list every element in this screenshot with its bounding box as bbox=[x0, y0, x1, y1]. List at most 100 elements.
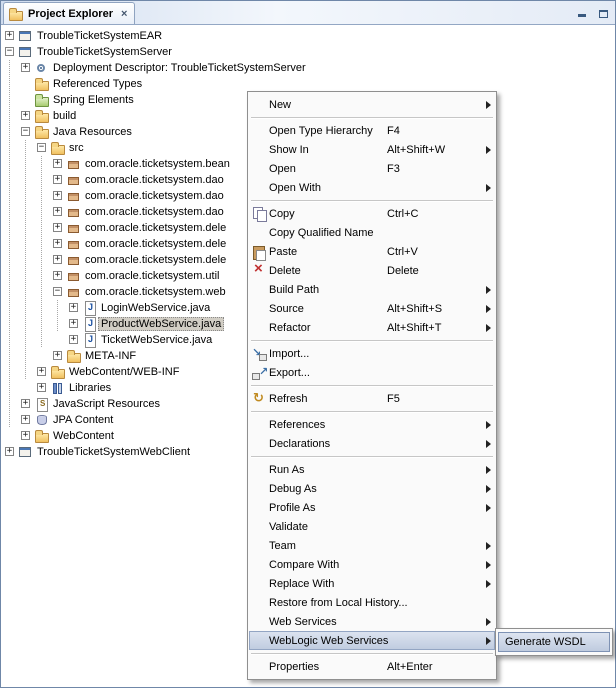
tree-item-src[interactable]: −src bbox=[2, 140, 614, 156]
close-icon[interactable]: × bbox=[120, 7, 128, 20]
menu-item-debug-as[interactable]: Debug As bbox=[249, 479, 495, 498]
tree-item-jpa-content[interactable]: +JPA Content bbox=[2, 412, 614, 428]
expand-icon[interactable]: + bbox=[21, 430, 30, 440]
expand-icon[interactable]: + bbox=[69, 302, 78, 312]
expand-icon[interactable]: + bbox=[37, 382, 46, 392]
tree-item-com-oracle-ticketsystem-util[interactable]: +com.oracle.ticketsystem.util bbox=[2, 268, 614, 284]
tree-item-com-oracle-ticketsystem-dao[interactable]: +com.oracle.ticketsystem.dao bbox=[2, 204, 614, 220]
tree-item-com-oracle-ticketsystem-web[interactable]: −com.oracle.ticketsystem.web bbox=[2, 284, 614, 300]
tree-guide bbox=[18, 156, 34, 172]
menu-item-build-path[interactable]: Build Path bbox=[249, 280, 495, 299]
maximize-button[interactable] bbox=[594, 4, 612, 20]
collapse-icon[interactable]: − bbox=[37, 142, 46, 152]
expand-icon[interactable]: + bbox=[53, 238, 62, 248]
menu-item-import[interactable]: Import... bbox=[249, 344, 495, 363]
expand-icon[interactable]: + bbox=[53, 222, 62, 232]
menu-item-export[interactable]: Export... bbox=[249, 363, 495, 382]
tree-item-com-oracle-ticketsystem-dele[interactable]: +com.oracle.ticketsystem.dele bbox=[2, 236, 614, 252]
tree-item-spring-elements[interactable]: Spring Elements bbox=[2, 92, 614, 108]
view-title: Project Explorer bbox=[28, 7, 113, 20]
package-icon bbox=[66, 204, 82, 220]
minimize-button[interactable] bbox=[573, 4, 591, 20]
menu-item-declarations[interactable]: Declarations bbox=[249, 434, 495, 453]
menu-item-label: Show In bbox=[269, 143, 309, 156]
tree-guide bbox=[34, 172, 50, 188]
tree-item-deployment-descriptor-troubleticketsystemserver[interactable]: +Deployment Descriptor: TroubleTicketSys… bbox=[2, 60, 614, 76]
tree-item-productwebservice-java[interactable]: +ProductWebService.java bbox=[2, 316, 614, 332]
expand-icon[interactable]: + bbox=[53, 174, 62, 184]
menu-item-weblogic-web-services[interactable]: WebLogic Web Services bbox=[249, 631, 495, 650]
tree-item-webcontent-web-inf[interactable]: +WebContent/WEB-INF bbox=[2, 364, 614, 380]
collapse-icon[interactable]: − bbox=[21, 126, 30, 136]
tree-item-com-oracle-ticketsystem-dao[interactable]: +com.oracle.ticketsystem.dao bbox=[2, 188, 614, 204]
tree-item-webcontent[interactable]: +WebContent bbox=[2, 428, 614, 444]
expand-icon[interactable]: + bbox=[21, 414, 30, 424]
package-icon bbox=[66, 188, 82, 204]
maximize-icon bbox=[598, 10, 608, 18]
tree-item-troubleticketsystemwebclient[interactable]: +TroubleTicketSystemWebClient bbox=[2, 444, 614, 460]
menu-item-label: Open bbox=[269, 162, 296, 175]
menu-item-compare-with[interactable]: Compare With bbox=[249, 555, 495, 574]
tree-item-referenced-types[interactable]: Referenced Types bbox=[2, 76, 614, 92]
tree-item-libraries[interactable]: +Libraries bbox=[2, 380, 614, 396]
menu-item-profile-as[interactable]: Profile As bbox=[249, 498, 495, 517]
tree-item-loginwebservice-java[interactable]: +LoginWebService.java bbox=[2, 300, 614, 316]
expand-icon[interactable]: + bbox=[53, 350, 62, 360]
expand-icon[interactable]: + bbox=[21, 398, 30, 408]
menu-item-restore-from-local-history[interactable]: Restore from Local History... bbox=[249, 593, 495, 612]
tree-item-com-oracle-ticketsystem-dao[interactable]: +com.oracle.ticketsystem.dao bbox=[2, 172, 614, 188]
tree-guide bbox=[2, 76, 18, 92]
menu-item-label: Open Type Hierarchy bbox=[269, 124, 373, 137]
menu-item-replace-with[interactable]: Replace With bbox=[249, 574, 495, 593]
menu-item-copy-qualified-name[interactable]: Copy Qualified Name bbox=[249, 223, 495, 242]
tree-guide bbox=[2, 332, 18, 348]
menu-item-run-as[interactable]: Run As bbox=[249, 460, 495, 479]
expand-icon[interactable]: + bbox=[53, 158, 62, 168]
expand-icon[interactable]: + bbox=[5, 446, 14, 456]
tree-item-troubleticketsystemserver[interactable]: −TroubleTicketSystemServer bbox=[2, 44, 614, 60]
expand-icon[interactable]: + bbox=[21, 62, 30, 72]
expand-icon[interactable]: + bbox=[53, 254, 62, 264]
collapse-icon[interactable]: − bbox=[53, 286, 62, 296]
tree-item-com-oracle-ticketsystem-dele[interactable]: +com.oracle.ticketsystem.dele bbox=[2, 220, 614, 236]
tree-item-troubleticketsystemear[interactable]: +TroubleTicketSystemEAR bbox=[2, 28, 614, 44]
submenu-item-generate-wsdl[interactable]: Generate WSDL bbox=[498, 632, 610, 652]
menu-item-validate[interactable]: Validate bbox=[249, 517, 495, 536]
collapse-icon[interactable]: − bbox=[5, 46, 14, 56]
menu-item-team[interactable]: Team bbox=[249, 536, 495, 555]
ear-project-icon bbox=[18, 28, 34, 44]
tree-item-com-oracle-ticketsystem-dele[interactable]: +com.oracle.ticketsystem.dele bbox=[2, 252, 614, 268]
expand-icon[interactable]: + bbox=[21, 110, 30, 120]
menu-item-new[interactable]: New bbox=[249, 95, 495, 114]
expand-icon[interactable]: + bbox=[53, 190, 62, 200]
tree-guide bbox=[2, 236, 18, 252]
menu-item-open-with[interactable]: Open With bbox=[249, 178, 495, 197]
expand-icon[interactable]: + bbox=[69, 334, 78, 344]
expand-icon[interactable]: + bbox=[37, 366, 46, 376]
menu-item-references[interactable]: References bbox=[249, 415, 495, 434]
expand-icon[interactable]: + bbox=[53, 270, 62, 280]
java-file-icon bbox=[82, 316, 98, 332]
menu-item-web-services[interactable]: Web Services bbox=[249, 612, 495, 631]
expand-icon[interactable]: + bbox=[53, 206, 62, 216]
tree-item-meta-inf[interactable]: +META-INF bbox=[2, 348, 614, 364]
tree-item-com-oracle-ticketsystem-bean[interactable]: +com.oracle.ticketsystem.bean bbox=[2, 156, 614, 172]
expand-icon[interactable]: + bbox=[5, 30, 14, 40]
tree-item-ticketwebservice-java[interactable]: +TicketWebService.java bbox=[2, 332, 614, 348]
tree-item-java-resources[interactable]: −Java Resources bbox=[2, 124, 614, 140]
tree-item-build[interactable]: +build bbox=[2, 108, 614, 124]
tab-project-explorer[interactable]: Project Explorer × bbox=[3, 2, 136, 24]
source-folder-icon bbox=[50, 140, 66, 156]
expand-icon[interactable]: + bbox=[69, 318, 78, 328]
tree-item-javascript-resources[interactable]: +JavaScript Resources bbox=[2, 396, 614, 412]
